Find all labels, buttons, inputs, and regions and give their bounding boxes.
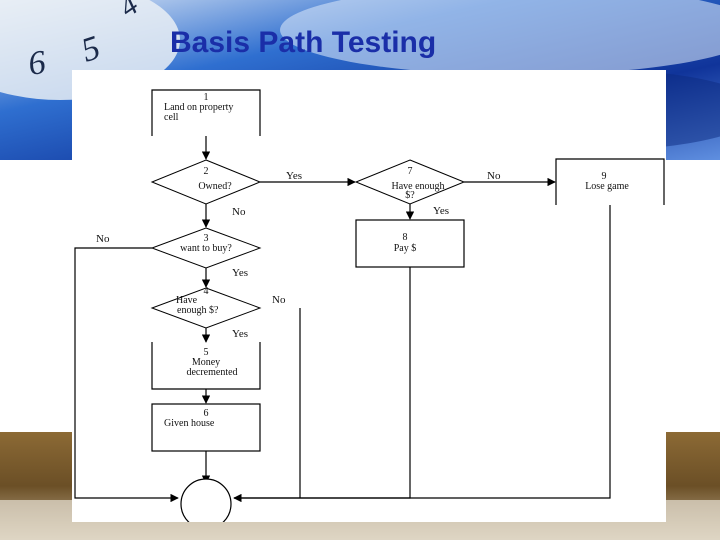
- node-9-label: Lose game: [585, 181, 629, 192]
- node-1-label-line2: cell: [164, 112, 179, 123]
- edge-4-out-label: No: [272, 294, 286, 306]
- node-2-label: Owned?: [198, 181, 232, 192]
- node-5-label-line2: decremented: [186, 367, 237, 378]
- node-4-number: 4: [204, 286, 209, 297]
- node-1-box: 1 Land on property cell: [151, 89, 261, 136]
- node-2-decision: 2 Owned?: [150, 159, 262, 205]
- node-8-number: 8: [403, 232, 408, 243]
- node-2-number: 2: [204, 166, 209, 177]
- node-8-label: Pay $: [394, 243, 417, 254]
- node-8-box: 8 Pay $: [355, 219, 465, 268]
- node-1-number: 1: [204, 92, 209, 103]
- flowchart: 1 Land on property cell 2 Owned? Yes No …: [74, 89, 665, 522]
- edge-7-8-label: Yes: [433, 205, 449, 217]
- edge-3-out-label: No: [96, 233, 110, 245]
- node-6-box: 6 Given house: [151, 403, 261, 452]
- node-7-decision: 7 Have enough $?: [354, 159, 466, 205]
- node-7-label-line2: $?: [405, 190, 415, 201]
- node-3-decision: 3 want to buy?: [150, 227, 262, 269]
- node-6-number: 6: [204, 408, 209, 419]
- node-5-box: 5 Money decremented: [151, 342, 261, 390]
- end-node: [180, 478, 232, 522]
- node-5-number: 5: [204, 347, 209, 358]
- node-1-label-line1: Land on property: [164, 102, 233, 113]
- node-5-label-line1: Money: [192, 357, 220, 368]
- node-9-box: 9 Lose game: [555, 158, 665, 205]
- node-6-label: Given house: [164, 418, 215, 429]
- edge-7-9-label: No: [487, 170, 501, 182]
- node-7-number: 7: [408, 166, 413, 177]
- node-9-number: 9: [602, 171, 607, 182]
- edge-4-5-label: Yes: [232, 328, 248, 340]
- node-7-label-line1: Have enough: [391, 181, 444, 192]
- node-3-label: want to buy?: [180, 243, 232, 254]
- svg-text:6: 6: [26, 44, 48, 83]
- edge-2-7-label: Yes: [286, 170, 302, 182]
- node-4-label-line1: Have: [176, 295, 198, 306]
- edge-2-3-label: No: [232, 206, 246, 218]
- node-3-number: 3: [204, 233, 209, 244]
- node-4-label-line2: enough $?: [177, 305, 219, 316]
- edge-3-4-label: Yes: [232, 267, 248, 279]
- node-4-decision: 4 Have enough $?: [150, 286, 262, 329]
- slide-title: Basis Path Testing: [170, 26, 437, 59]
- flowchart-panel: 1 Land on property cell 2 Owned? Yes No …: [72, 70, 666, 522]
